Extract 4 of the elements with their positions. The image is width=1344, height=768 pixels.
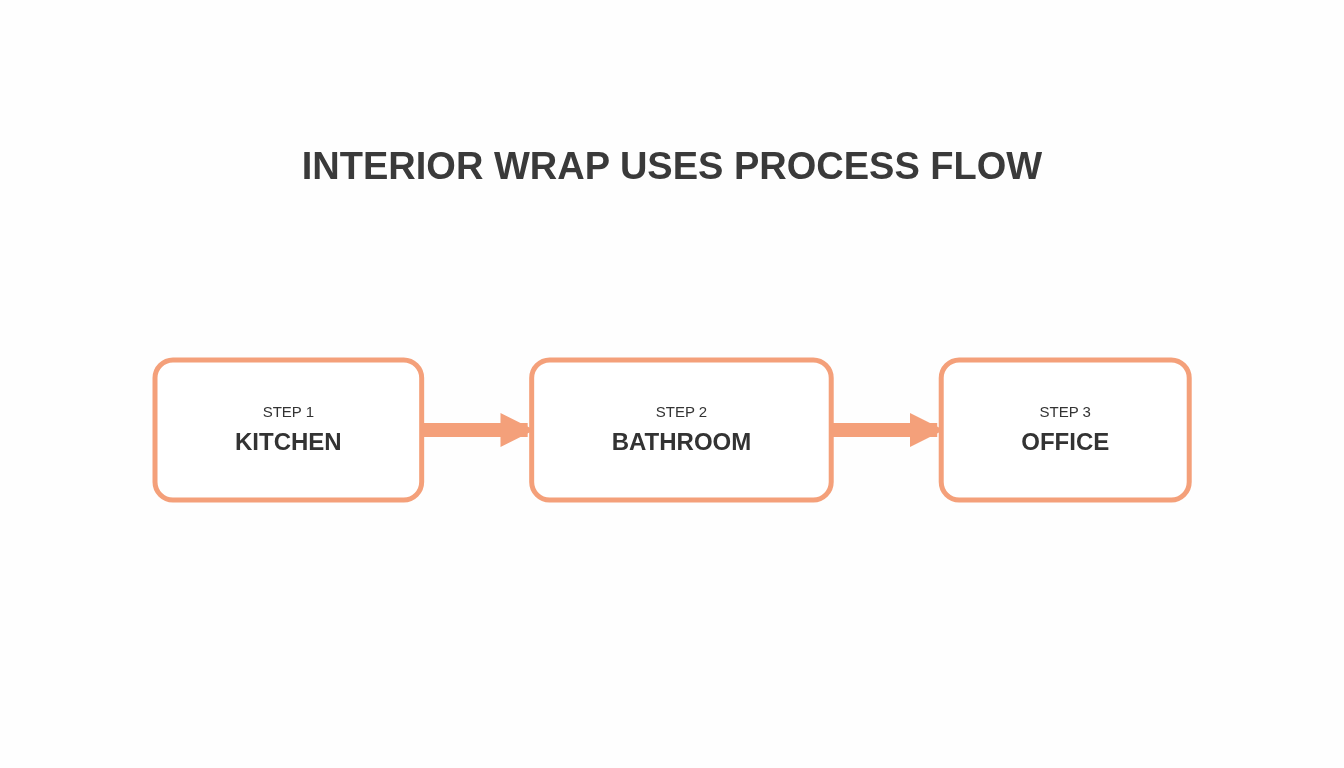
node-box: STEP 3 OFFICE [938,357,1192,503]
diagram-title: INTERIOR WRAP USES PROCESS FLOW [300,145,1044,188]
node-box: STEP 1 KITCHEN [152,357,425,503]
node-box: STEP 2 BATHROOM [529,357,834,503]
